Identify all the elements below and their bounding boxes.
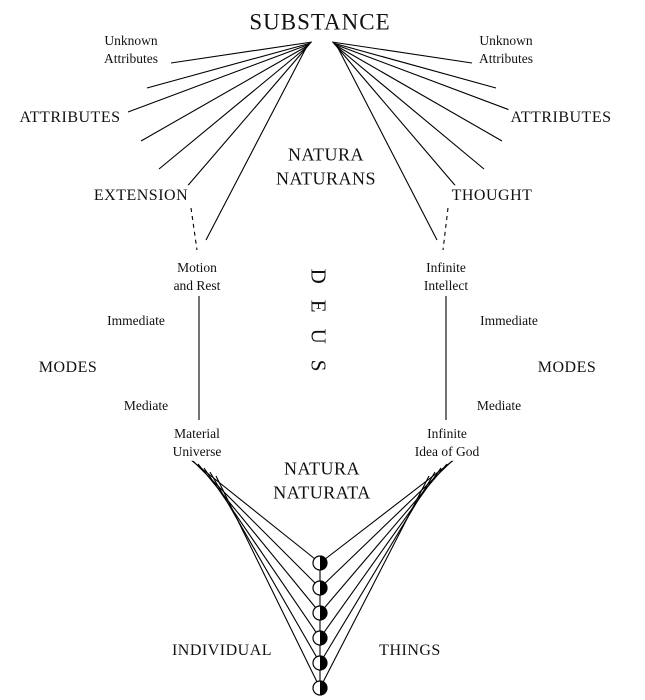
material-universe-line1: Material [174,425,220,441]
fan-line [146,42,312,89]
naturata-fan-right [319,455,460,689]
fan-line [140,44,310,142]
motion-and-rest-line1: Motion [177,259,217,275]
attributes-left-label: ATTRIBUTES [17,107,123,129]
fan-line [319,459,454,589]
fan-line [205,47,307,241]
fan-line [215,475,321,689]
infinite-idea-of-god-label: Infinite Idea of God [412,424,482,462]
unknown-attributes-left-line2: Attributes [104,51,158,66]
substance-fan-left [127,41,313,241]
material-universe-line2: Universe [172,444,222,459]
individual-thing-node-icon [312,555,328,571]
unknown-attributes-left-label: Unknown Attributes [102,31,160,69]
individual-thing-node-icon [312,630,328,646]
fan-line [332,42,497,89]
fan-line [170,41,313,64]
natura-naturans-line1: NATURA [287,144,365,165]
infinite-intellect-line1: Infinite [426,259,466,275]
individual-thing-node-icon [312,655,328,671]
mode-connectors [198,296,447,420]
fan-line [203,467,321,639]
infinite-intellect-label: Infinite Intellect [421,258,471,296]
substance-label: SUBSTANCE [247,6,393,38]
fan-line [319,455,460,564]
infinite-intellect-line2: Intellect [423,278,469,293]
fan-line [335,45,485,170]
fan-line [331,41,473,64]
dashed-connectors [190,207,449,251]
fan-line [177,46,308,198]
individual-thing-nodes [312,555,328,696]
unknown-attributes-left-line1: Unknown [104,32,158,48]
natura-naturata-line2: NATURATA [273,483,371,503]
deus-label: DEUS [306,268,331,388]
material-universe-label: Material Universe [170,424,224,462]
substance-fan-right [331,41,516,241]
infinite-idea-of-god-line2: Idea of God [414,444,480,459]
fan-line [333,43,516,113]
modes-left-label: MODES [38,359,98,377]
unknown-attributes-right-line2: Attributes [479,51,533,66]
thought-label: THOUGHT [449,185,535,207]
individual-thing-node-icon [312,580,328,596]
motion-and-rest-line2: and Rest [173,278,221,293]
fan-line [209,471,321,664]
fan-line [337,47,438,241]
unknown-attributes-right-line1: Unknown [479,32,533,48]
individual-thing-node-icon [312,605,328,621]
natura-naturans-line2: NATURANS [275,169,377,189]
extension-label: EXTENSION [91,185,191,207]
fan-line [127,43,311,113]
individual-label: INDIVIDUAL [171,642,273,660]
mediate-left-label: Mediate [123,397,169,413]
extension-to-motion-dashed-line [190,207,198,251]
modes-right-label: MODES [537,359,597,377]
natura-naturans-label: NATURA NATURANS [273,142,379,192]
naturata-fan-left [185,455,321,689]
fan-line [319,475,430,689]
natura-naturata-line1: NATURA [283,458,360,479]
fan-line [319,471,436,664]
things-label: THINGS [379,642,441,660]
thought-to-intellect-dashed-line [442,207,449,251]
motion-and-rest-label: Motion and Rest [171,258,223,296]
immediate-right-label: Immediate [480,312,538,328]
mediate-right-label: Mediate [476,397,522,413]
infinite-idea-of-god-line1: Infinite [427,425,467,441]
natura-naturata-label: NATURA NATURATA [271,456,373,506]
immediate-left-label: Immediate [107,312,165,328]
individual-thing-node-icon [312,680,328,696]
fan-line [336,46,466,198]
fan-line [158,45,309,170]
fan-line [334,44,503,142]
attributes-right-label: ATTRIBUTES [508,107,614,129]
unknown-attributes-right-label: Unknown Attributes [477,31,535,69]
